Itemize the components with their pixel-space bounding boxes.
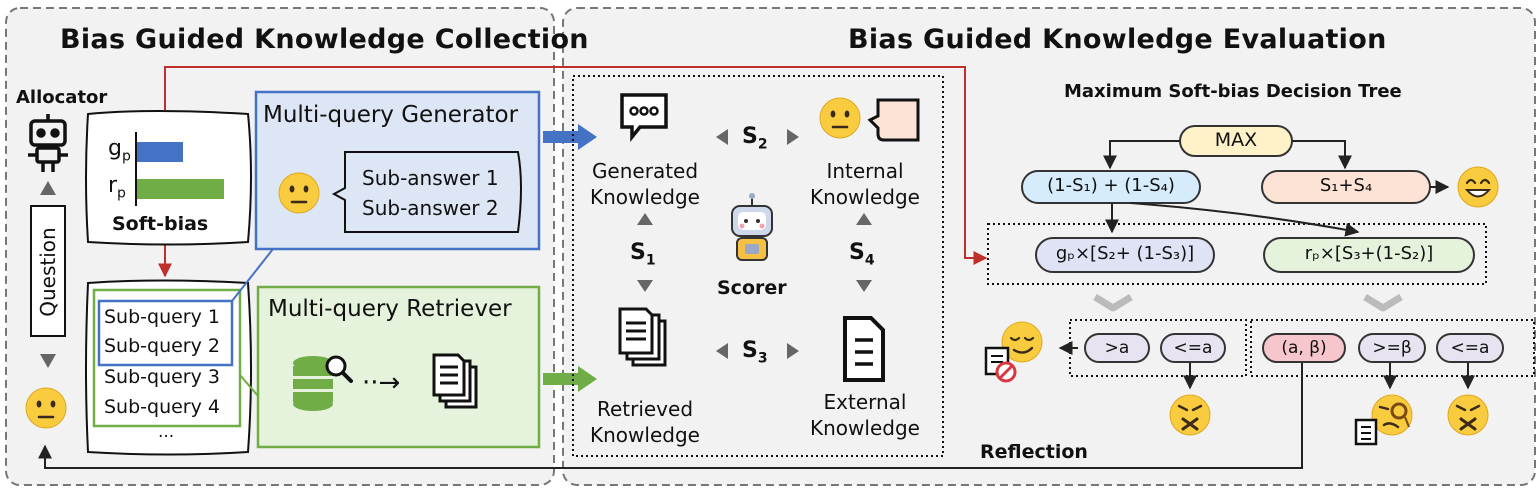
subquery-to-retriever-link <box>239 374 259 397</box>
retriever-documents-icon <box>432 353 478 409</box>
comparison-triangles <box>637 129 872 359</box>
knowledge-comparison-box <box>572 75 944 457</box>
right-reject-emoji-icon <box>1446 393 1490 437</box>
tree-title: Maximum Soft-bias Decision Tree <box>1064 81 1402 102</box>
r-bias-label: rp <box>108 173 126 202</box>
happy-emoji-icon <box>1457 166 1499 208</box>
sub-query-3: Sub-query 3 <box>104 366 220 388</box>
s1-label: S1 <box>630 240 656 269</box>
leaf-gt-a: >a <box>1084 333 1150 363</box>
retriever-title: Multi-query Retriever <box>268 296 512 322</box>
r-score-label: rₚ×[S₃+(1-S₂)] <box>1304 243 1434 264</box>
question-up-triangle <box>40 181 56 195</box>
left-node-to-r-arrow <box>1129 202 1360 237</box>
left-reject-emoji-icon <box>1168 393 1212 437</box>
sub-query-more: ... <box>158 422 175 442</box>
internal-thought-bubble-icon <box>867 98 920 142</box>
s4-label: S4 <box>849 240 875 269</box>
soft-bias-card <box>85 110 252 246</box>
r-bias-bar <box>136 179 224 199</box>
s2-label: S2 <box>742 124 768 153</box>
soft-bias-to-tree-arrow <box>164 66 988 265</box>
leaf-ge-beta: >=β <box>1358 333 1426 363</box>
g-score-label: gₚ×[S₂+ (1-S₃)] <box>1055 243 1195 264</box>
left-score-label: (1-S₁) + (1-S₄) <box>1047 175 1175 196</box>
question-label: Question <box>36 227 60 317</box>
g-score-node <box>1035 237 1215 273</box>
leaf-le-a-right: <=a <box>1436 333 1504 363</box>
left-chevron-icon <box>1093 294 1133 312</box>
generator-title: Multi-query Generator <box>263 102 519 128</box>
subquery-green-frame <box>92 288 242 428</box>
sub-query-1: Sub-query 1 <box>104 306 220 328</box>
left-panel-title: Bias Guided Knowledge Collection <box>60 24 589 55</box>
satisfied-emoji-icon <box>1001 321 1043 363</box>
retrieved-knowledge-icon <box>618 307 667 367</box>
external-knowledge-icon <box>843 316 885 382</box>
inspect-document-icon <box>1354 418 1378 446</box>
sub-query-2: Sub-query 2 <box>104 335 220 357</box>
question-box <box>30 205 66 337</box>
bias-branch-box <box>987 223 1487 285</box>
internal-knowledge-emoji-icon <box>818 96 862 140</box>
subquery-to-generator-link <box>231 248 274 302</box>
generated-knowledge-icon <box>620 93 668 142</box>
right-panel-title: Bias Guided Knowledge Evaluation <box>848 24 1387 55</box>
sub-answer-2: Sub-answer 2 <box>362 196 499 220</box>
reflection-arrow <box>38 362 1303 469</box>
retriever-to-evaluation-arrow <box>543 366 597 392</box>
no-touch-document-icon <box>984 346 1017 383</box>
leaf-range: (a, β) <box>1262 333 1346 363</box>
r-score-node <box>1263 237 1475 273</box>
sub-answer-bubble <box>331 151 522 233</box>
max-to-right-arrow <box>1292 140 1352 170</box>
sub-answer-1: Sub-answer 1 <box>362 166 499 190</box>
user-emoji-icon <box>24 386 68 430</box>
g-bias-label: gp <box>108 136 131 165</box>
max-label: MAX <box>1214 129 1258 151</box>
scorer-robot-icon <box>731 193 773 261</box>
subquery-blue-frame <box>97 299 234 367</box>
soft-bias-caption: Soft-bias <box>112 213 209 235</box>
generator-to-evaluation-arrow <box>543 124 597 150</box>
g-bias-bar <box>136 142 183 162</box>
right-chevron-icon <box>1363 294 1403 312</box>
allocator-robot-icon <box>28 114 68 172</box>
inspecting-emoji-icon <box>1371 394 1413 436</box>
retriever-flow-arrow: ··→ <box>362 368 401 398</box>
allocator-label: Allocator <box>16 87 108 108</box>
question-down-triangle <box>40 354 56 368</box>
scorer-label: Scorer <box>717 277 787 299</box>
leaf-le-a: <=a <box>1160 333 1226 363</box>
reflection-label: Reflection <box>980 441 1088 463</box>
subquery-card <box>85 279 252 456</box>
max-to-left-arrow <box>1103 140 1180 170</box>
generator-emoji-icon <box>277 171 321 215</box>
right-score-label: S₁+S₄ <box>1319 175 1373 196</box>
s3-label: S3 <box>742 338 768 367</box>
sub-query-4: Sub-query 4 <box>104 396 220 418</box>
database-icon <box>293 355 353 411</box>
